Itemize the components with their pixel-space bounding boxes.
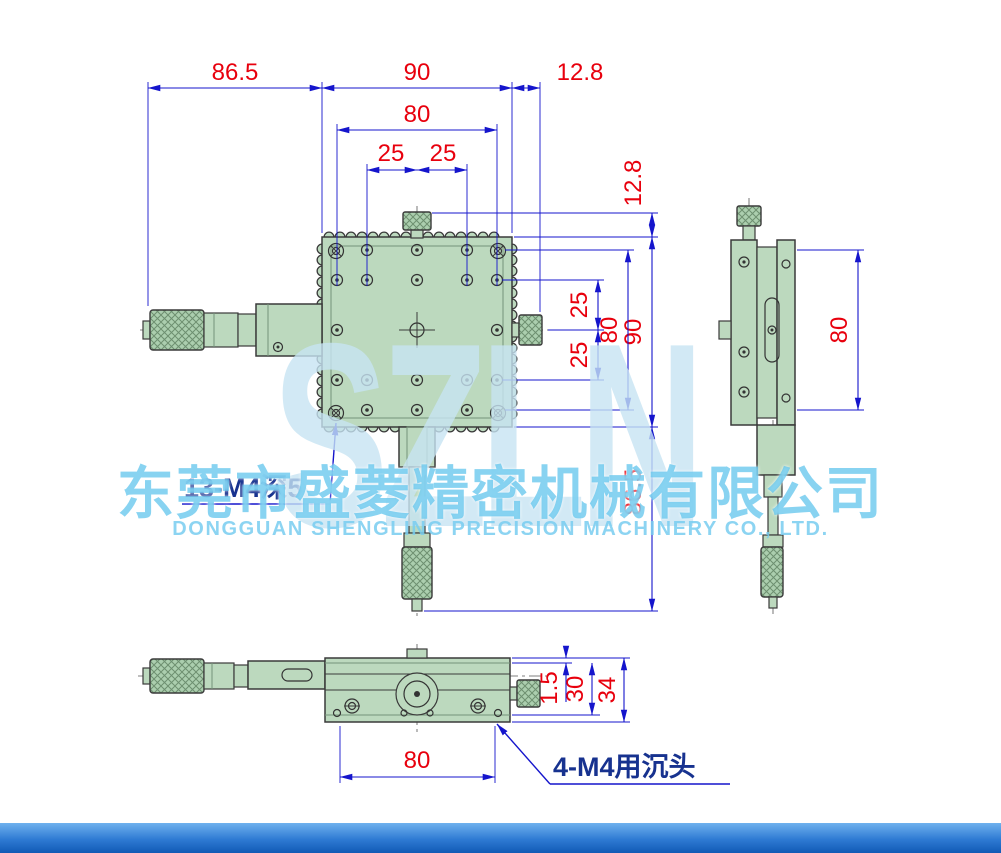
annotation-front-holes-label: 4-M4用沉头 [553, 752, 696, 782]
dim-right-micrometer-length: 86.5 [620, 469, 647, 516]
micrometer-tip [142, 320, 151, 340]
micrometer-barrel [203, 662, 235, 690]
dim-right-pitch-upper: 25 [566, 292, 593, 319]
dim-top-body-width: 90 [404, 59, 431, 86]
micrometer-barrel [203, 312, 239, 348]
micrometer-bracket [756, 424, 796, 476]
micrometer-lock-ring [403, 532, 431, 548]
footer-bar [0, 823, 1001, 853]
dim-front-total-height: 34 [594, 677, 621, 704]
micrometer-knurled-grip [401, 546, 433, 600]
micrometer-shaft [408, 466, 426, 534]
front-center-barrel [395, 672, 439, 716]
front-view [138, 644, 552, 734]
arm-slot [281, 668, 313, 682]
top-adjust-knob [402, 211, 432, 239]
micrometer-tip [411, 598, 423, 612]
dimensions-right: 12.8 90 86.5 80 25 25 [424, 160, 658, 612]
dim-right-knob-offset: 12.8 [620, 160, 647, 207]
micrometer-arm [247, 660, 326, 690]
micrometer-knurled-grip [149, 309, 205, 351]
micrometer-lock-ring [237, 313, 257, 347]
hole-grid [330, 243, 504, 417]
dim-right-body-height: 90 [620, 319, 647, 346]
micrometer-tip [768, 596, 778, 609]
micrometer-knurled-grip [760, 546, 784, 598]
micrometer-lock-ring [233, 664, 249, 688]
dim-top-hole-span: 80 [404, 101, 431, 128]
dim-side-hole-span: 80 [826, 317, 853, 344]
side-view-left-stub [718, 320, 732, 340]
x-axis-micrometer [142, 303, 323, 357]
dim-right-pitch-lower: 25 [566, 342, 593, 369]
annotation-front-holes: 4-M4用沉头 [496, 723, 730, 785]
dim-top-pitch-right: 25 [430, 140, 457, 167]
side-view-plate-middle [756, 246, 778, 419]
top-view-inner-plate [330, 245, 504, 419]
side-top-knob [736, 205, 762, 241]
micrometer-tip [142, 667, 151, 685]
dimensions-front: 1.5 30 34 80 [339, 645, 630, 783]
dim-front-hole-span: 80 [404, 747, 431, 774]
top-tab [406, 648, 428, 659]
micrometer-knurled-grip [149, 658, 205, 694]
dim-top-pitch-left: 25 [378, 140, 405, 167]
dim-top-left-width: 86.5 [212, 59, 259, 86]
side-view [718, 198, 796, 614]
micrometer-mount-block [255, 303, 323, 357]
front-right-knob [509, 679, 541, 708]
y-axis-micrometer [398, 426, 436, 612]
front-micrometer [142, 658, 326, 694]
right-adjust-knob [511, 314, 543, 346]
dim-front-upper-height: 30 [562, 676, 589, 703]
top-view [140, 206, 556, 620]
side-view-details [738, 256, 791, 403]
dimension-side: 80 [797, 249, 864, 411]
side-view-plate-left [730, 239, 758, 426]
dimensions-top: 86.5 90 12.8 80 25 25 [147, 59, 604, 312]
corner-screws [327, 242, 507, 422]
annotation-top-holes-label: 13-M4深5 [184, 473, 303, 503]
dim-front-plate: 1.5 [536, 671, 563, 704]
annotation-top-holes: 13-M4深5 [182, 422, 339, 505]
front-screws [332, 698, 503, 718]
dim-top-right-offset: 12.8 [557, 59, 604, 86]
side-bottom-micrometer [756, 424, 796, 609]
center-mark [399, 312, 435, 348]
micrometer-housing [398, 426, 436, 468]
